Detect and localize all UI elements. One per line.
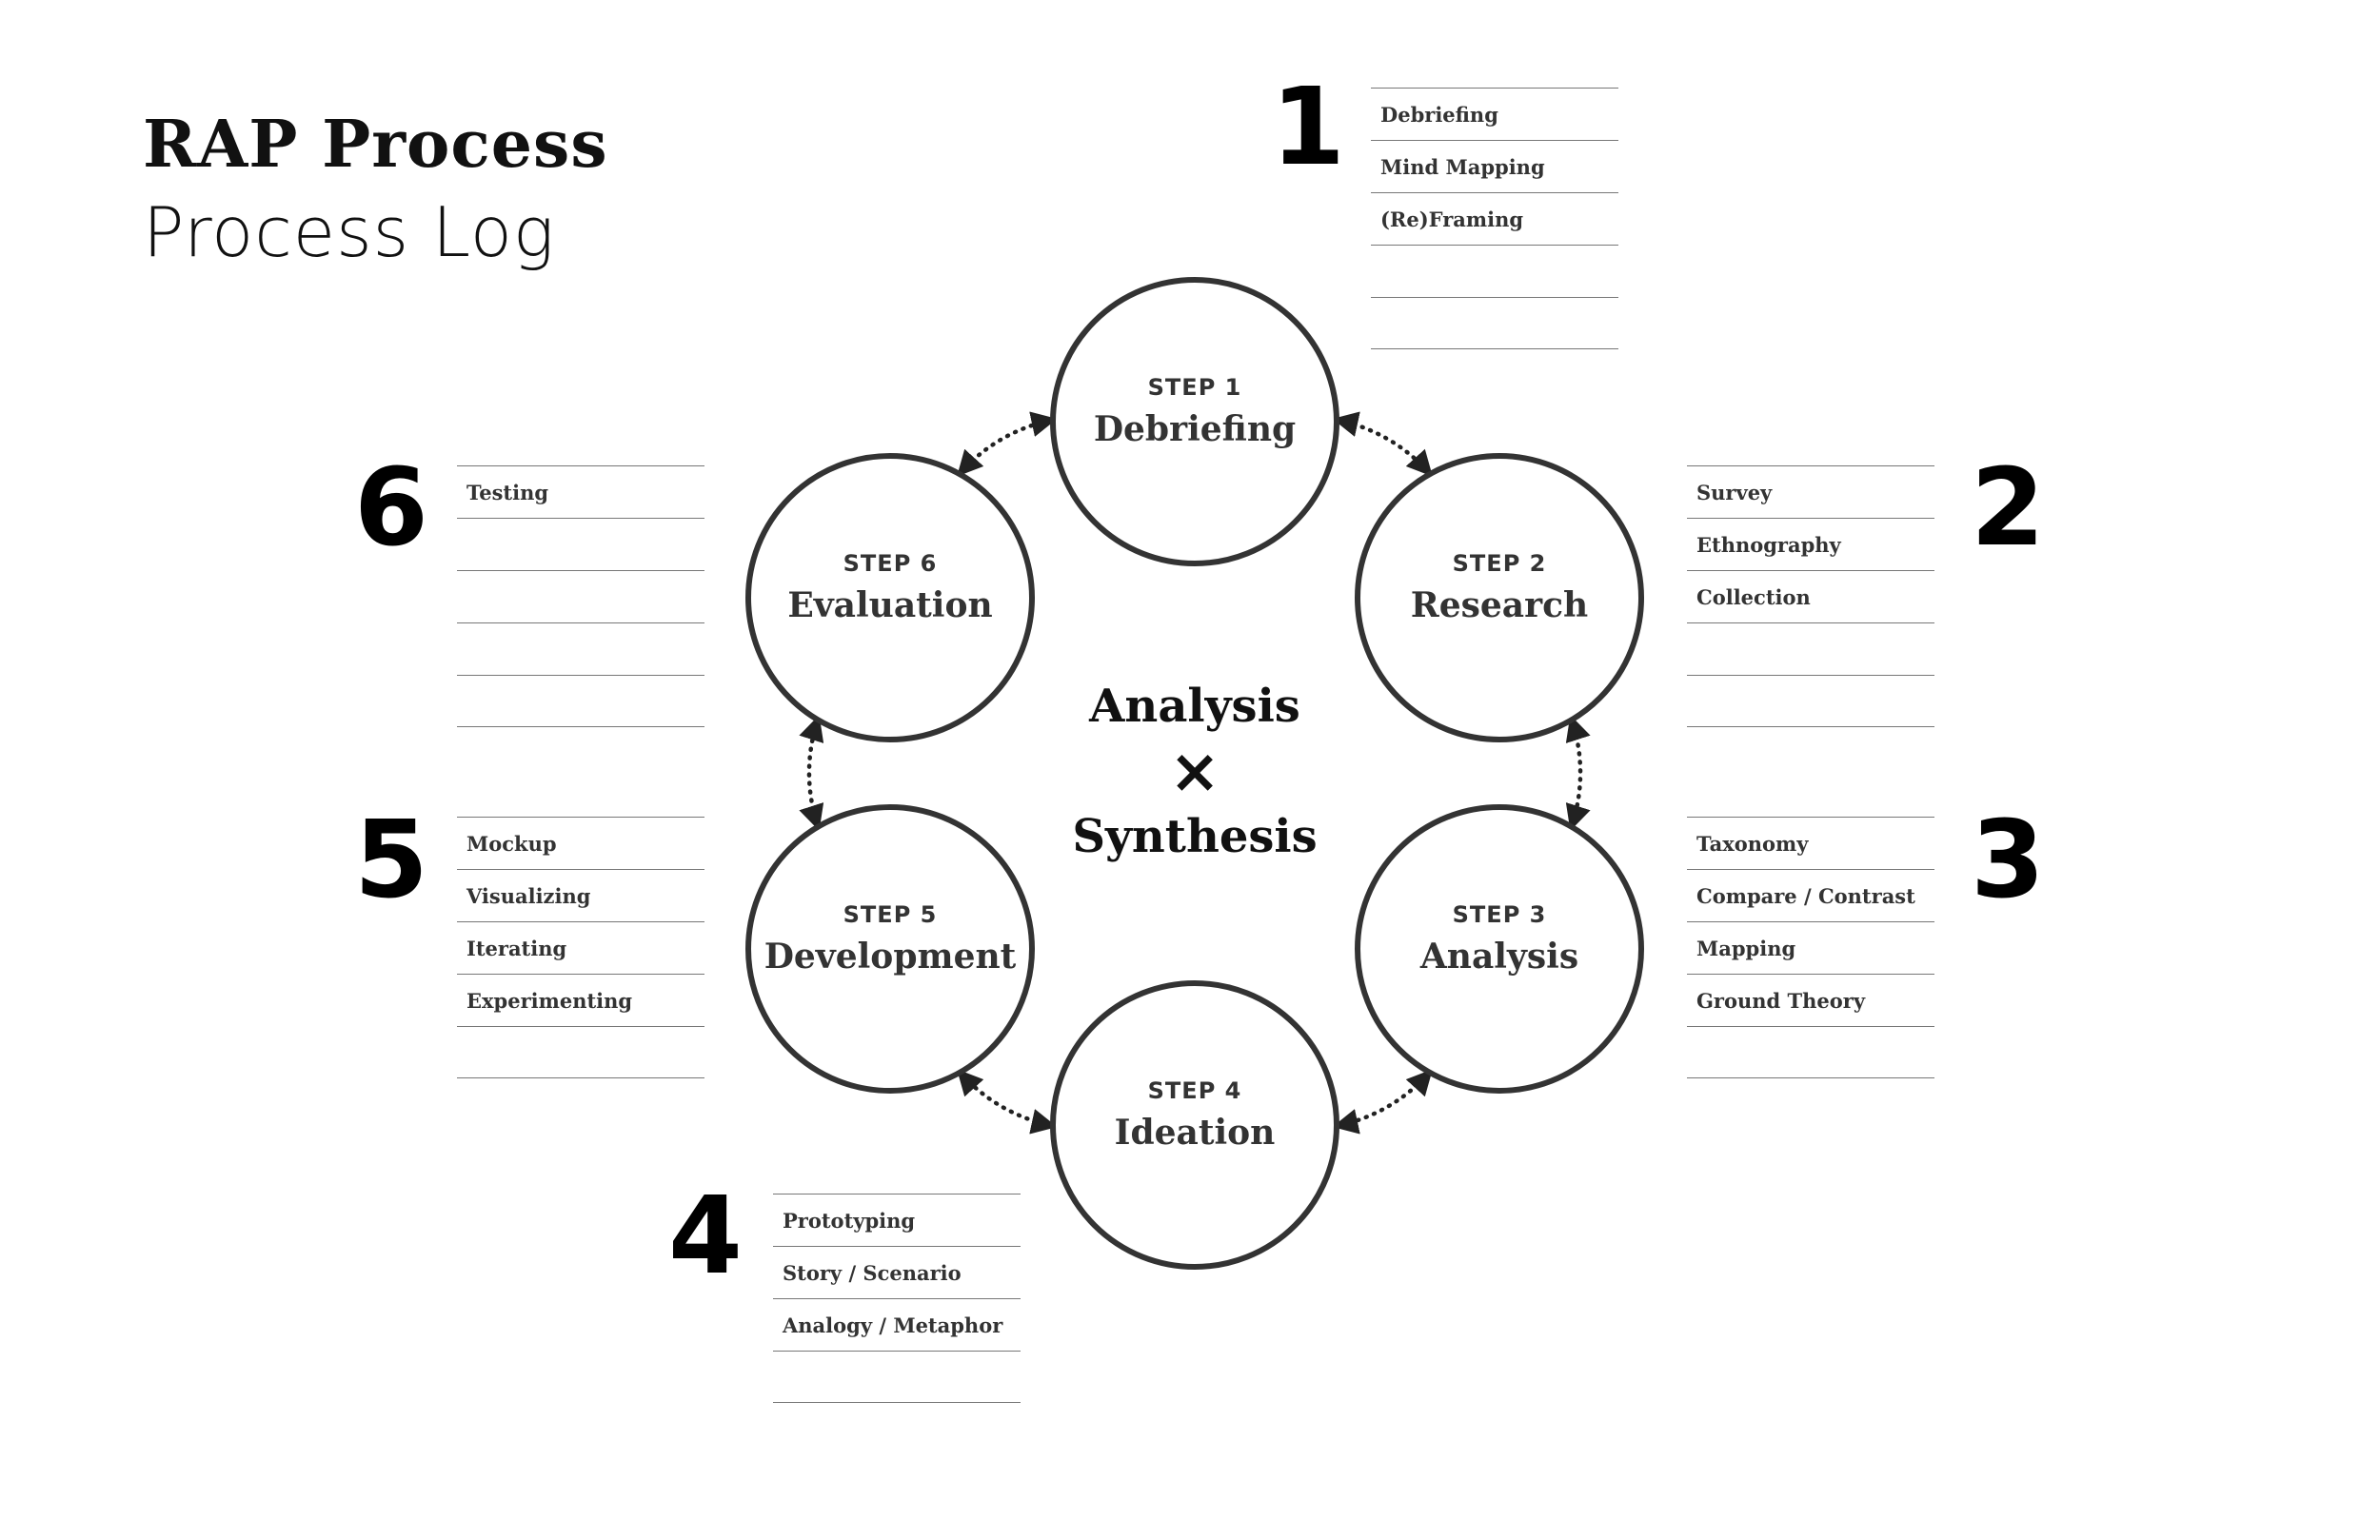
step-circle [745,453,1035,742]
list-item: Taxonomy [1687,817,1934,869]
list-item [1687,622,1934,675]
step-number-label: STEP 3 [1453,901,1547,928]
step-node-analysis: STEP 3 Analysis [1355,804,1644,1094]
panel-number-1: 1 [1271,66,1345,189]
center-times-symbol: × [1169,737,1220,807]
list-item [457,622,704,675]
step-number-label: STEP 1 [1148,374,1242,401]
step-circle [1355,804,1644,1094]
list-item: Experimenting [457,974,704,1026]
list-item: Story / Scenario [773,1246,1021,1298]
bidirectional-arrow [1332,1069,1433,1135]
list-item: Debriefing [1371,88,1618,140]
step-circle [1355,453,1644,742]
list-item: Ground Theory [1687,974,1934,1026]
list-item: Compare / Contrast [1687,869,1934,921]
step-circle [745,804,1035,1094]
bidirectional-arrow [799,715,824,831]
list-item [773,1351,1021,1403]
step-name-label: Evaluation [787,585,992,625]
step-number-label: STEP 6 [843,550,938,577]
step-number-label: STEP 4 [1148,1077,1242,1104]
step-circle [1050,980,1339,1270]
page-subtitle: Process Log [143,192,556,272]
step-node-research: STEP 2 Research [1355,453,1644,742]
center-label-synthesis: Synthesis [1072,810,1317,863]
list-item: Testing [457,465,704,518]
bidirectional-arrow [1565,715,1591,831]
step-name-label: Research [1411,585,1588,625]
bidirectional-arrow [957,1069,1058,1135]
page-title: RAP Process [143,107,608,183]
step-node-debriefing: STEP 1 Debriefing [1050,277,1339,566]
bidirectional-arrow [957,411,1058,477]
step-number-label: STEP 5 [843,901,938,928]
step-name-label: Development [764,937,1017,977]
list-item: (Re)Framing [1371,192,1618,245]
center-label: Analysis×Synthesis [1072,680,1317,863]
list-item: Collection [1687,570,1934,622]
panel-number-5: 5 [354,799,428,922]
panel-number-6: 6 [354,446,428,570]
list-item: Ethnography [1687,518,1934,570]
bidirectional-arrow [1332,411,1433,477]
step-node-evaluation: STEP 6 Evaluation [745,453,1035,742]
list-item: Mind Mapping [1371,140,1618,192]
list-item: Analogy / Metaphor [773,1298,1021,1351]
list-item: Mapping [1687,921,1934,974]
step-node-ideation: STEP 4 Ideation [1050,980,1339,1270]
step-number-label: STEP 2 [1453,550,1547,577]
list-item: Mockup [457,817,704,869]
list-item [457,675,704,727]
list-item [1687,1026,1934,1078]
list-item [457,1026,704,1078]
list-item: Prototyping [773,1194,1021,1246]
list-item [1371,297,1618,349]
list-item [457,518,704,570]
list-item: Visualizing [457,869,704,921]
list-item: Iterating [457,921,704,974]
panel-number-3: 3 [1971,799,2045,922]
step-name-label: Ideation [1115,1113,1276,1153]
step-name-label: Analysis [1419,937,1578,977]
list-item [1371,245,1618,297]
step-circle [1050,277,1339,566]
panel-number-4: 4 [668,1175,743,1298]
list-item [1687,675,1934,727]
center-label-analysis: Analysis [1088,680,1300,733]
step-name-label: Debriefing [1094,409,1296,449]
list-item [457,570,704,622]
panel-number-2: 2 [1971,446,2045,570]
panel-list-6: Testing [457,465,704,727]
cycle-arrows [799,411,1591,1135]
step-node-development: STEP 5 Development [745,804,1035,1094]
list-item: Survey [1687,465,1934,518]
